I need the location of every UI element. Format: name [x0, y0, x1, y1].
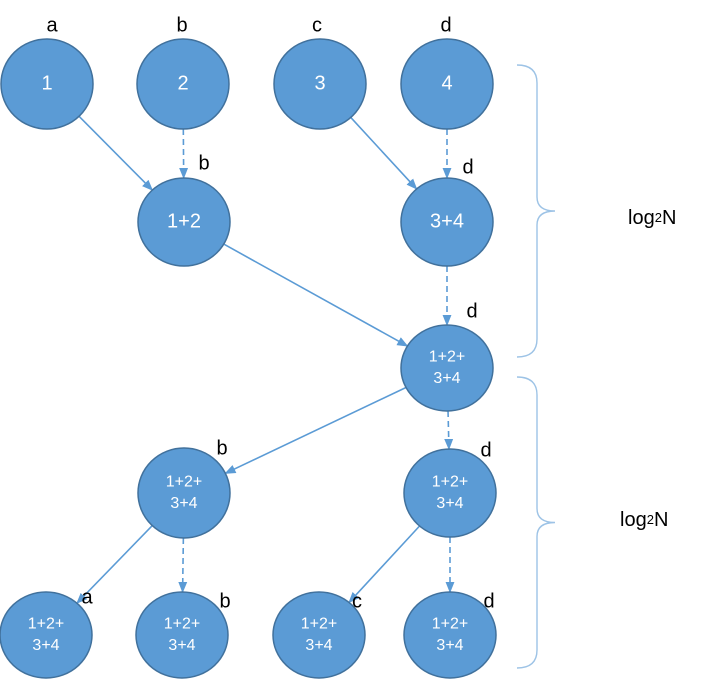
node-text: 2: [177, 72, 188, 94]
edge-nroot-to-nb: [224, 386, 407, 475]
node-nb: 1+2+ 3+4 b: [137, 437, 231, 539]
edge-n1-to-n12: [78, 115, 154, 191]
node-n12: 1+2 b: [137, 152, 231, 267]
brace-label-end: N: [662, 207, 676, 229]
node-circle: [137, 177, 231, 267]
brace-label-end: N: [654, 509, 668, 531]
edges-layer: [76, 115, 455, 604]
node-circle: [272, 591, 366, 679]
node-label: c: [352, 590, 362, 612]
node-circle: [403, 448, 497, 538]
node-text: 1+2+: [432, 473, 468, 490]
node-label: d: [483, 590, 494, 612]
node-n34: 3+4 d: [400, 156, 494, 267]
node-circle: [0, 38, 94, 130]
node-circle: [273, 38, 367, 130]
node-circle: [136, 38, 230, 130]
node-label: b: [219, 590, 230, 612]
node-text: 1: [41, 72, 52, 94]
brace-label-sub: 2: [647, 512, 654, 527]
node-label: d: [466, 300, 477, 322]
node-text: 3+4: [433, 370, 460, 387]
brace-label-lower: log2N: [620, 509, 668, 531]
node-text: 3+4: [305, 637, 332, 654]
node-label: c: [312, 14, 322, 36]
edge-nroot-to-nd: [444, 410, 454, 451]
brace-label-base: log: [620, 509, 647, 531]
node-text: 3+4: [32, 637, 59, 654]
node-text: 3+4: [436, 637, 463, 654]
brace-lower: [516, 376, 556, 669]
node-circle: [400, 324, 494, 412]
brace-label-sub: 2: [655, 210, 662, 225]
node-circle: [137, 447, 231, 539]
node-la: 1+2+ 3+4 a: [0, 586, 93, 679]
node-label: b: [176, 14, 187, 36]
edge-nb-to-la: [76, 525, 153, 604]
node-text: 3+4: [170, 495, 197, 512]
edge-n12-to-nroot: [223, 243, 409, 347]
node-n2: 2b: [136, 14, 230, 130]
edge-n3-to-n34: [350, 116, 418, 190]
node-text: 3+4: [168, 637, 195, 654]
node-n3: 3c: [273, 14, 367, 130]
node-nroot: 1+2+ 3+4 d: [400, 300, 494, 412]
node-label: b: [198, 152, 209, 174]
node-text: 4: [441, 72, 452, 94]
node-n1: 1a: [0, 14, 94, 130]
node-circle: [400, 38, 494, 130]
node-label: d: [440, 14, 451, 36]
node-text: 1+2+: [164, 615, 200, 632]
node-text: 1+2+: [432, 615, 468, 632]
brace-label-base: log: [628, 207, 655, 229]
node-label: b: [216, 437, 227, 459]
node-n4: 4d: [400, 14, 494, 130]
node-text: 3+4: [430, 210, 464, 232]
node-text: 1+2+: [429, 348, 465, 365]
node-circle: [135, 591, 229, 679]
node-nd: 1+2+ 3+4 d: [403, 439, 497, 538]
node-circle: [400, 177, 494, 267]
edge-nb-to-lb: [178, 537, 188, 594]
node-text: 1+2: [167, 210, 201, 232]
node-label: a: [46, 14, 58, 36]
node-lb: 1+2+ 3+4 b: [135, 590, 231, 679]
node-label: d: [480, 439, 491, 461]
node-lc: 1+2+ 3+4 c: [272, 590, 366, 679]
brace-label-upper: log2N: [628, 207, 676, 229]
node-ld: 1+2+ 3+4 d: [403, 590, 497, 679]
node-text: 1+2+: [301, 615, 337, 632]
node-text: 3+4: [436, 495, 463, 512]
nodes-layer: 1a2b3c4d1+2b3+4d1+2+3+4d1+2+3+4b1+2+3+4d…: [0, 14, 497, 679]
edge-nd-to-lc: [348, 525, 421, 604]
node-label: d: [462, 156, 473, 178]
node-circle: [403, 591, 497, 679]
node-circle: [0, 591, 93, 679]
node-text: 1+2+: [28, 615, 64, 632]
node-label: a: [81, 586, 93, 608]
node-text: 1+2+: [166, 473, 202, 490]
node-text: 3: [314, 72, 325, 94]
brace-upper: [516, 64, 556, 358]
